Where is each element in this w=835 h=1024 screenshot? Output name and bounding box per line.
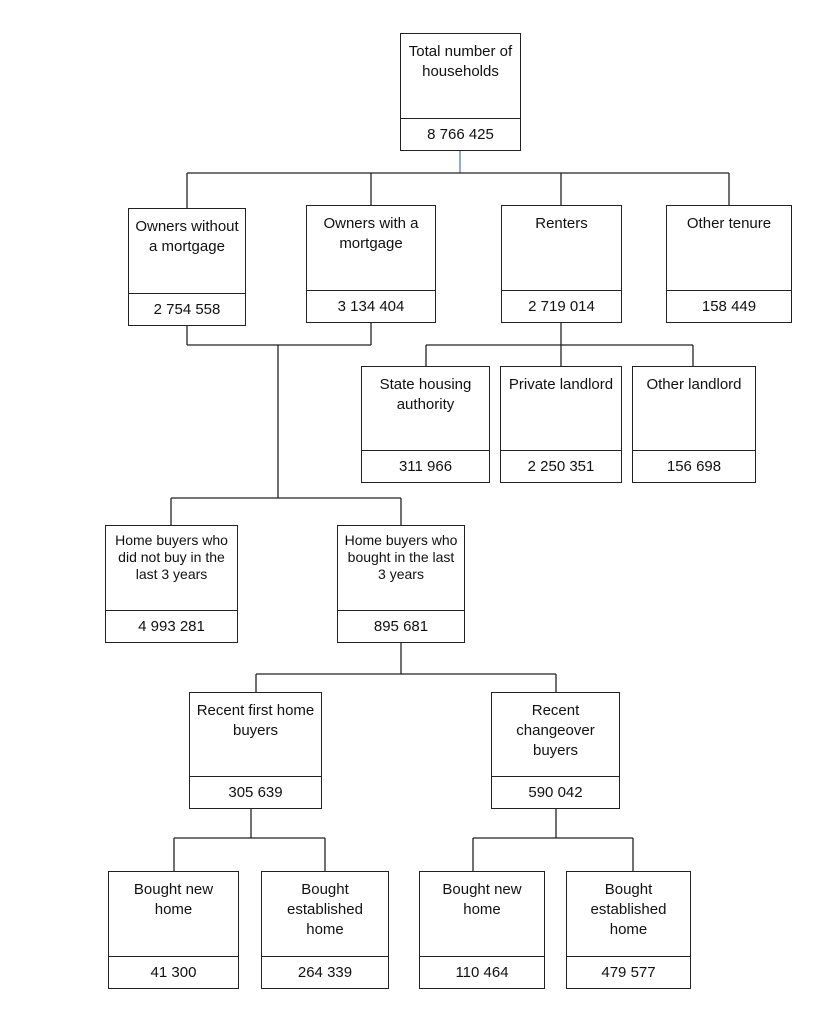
node-owners-with-mortgage: Owners with a mortgage 3 134 404 [306, 205, 436, 323]
node-renters: Renters 2 719 014 [501, 205, 622, 323]
node-label: Recent changeover buyers [516, 702, 595, 759]
node-value: 590 042 [492, 776, 619, 808]
node-label: Bought new home [442, 881, 522, 918]
node-value: 110 464 [420, 956, 544, 988]
node-buyers-not-recent: Home buyers who did not buy in the last … [105, 525, 238, 643]
node-change-bought-new: Bought new home 110 464 [419, 871, 545, 989]
node-total-households: Total number of households 8 766 425 [400, 33, 521, 151]
node-label: Recent first home buyers [196, 702, 315, 739]
node-value: 2 250 351 [501, 450, 621, 482]
node-label: State housing authority [379, 376, 472, 413]
node-value: 4 993 281 [106, 610, 237, 642]
node-recent-first-home-buyers: Recent first home buyers 305 639 [189, 692, 322, 809]
node-recent-changeover-buyers: Recent changeover buyers 590 042 [491, 692, 620, 809]
node-state-housing-authority: State housing authority 311 966 [361, 366, 490, 483]
node-value: 3 134 404 [307, 290, 435, 322]
node-value: 41 300 [109, 956, 238, 988]
node-first-bought-established: Bought established home 264 339 [261, 871, 389, 989]
node-owners-without-mortgage: Owners without a mortgage 2 754 558 [128, 208, 246, 326]
node-buyers-recent: Home buyers who bought in the last 3 yea… [337, 525, 465, 643]
node-label: Owners with a mortgage [323, 215, 419, 252]
node-label: Bought established home [287, 881, 363, 938]
node-value: 156 698 [633, 450, 755, 482]
node-label: Home buyers who did not buy in the last … [115, 532, 228, 582]
node-value: 2 754 558 [129, 293, 245, 325]
node-label: Other tenure [686, 215, 772, 232]
node-label: Private landlord [508, 376, 614, 393]
node-value: 311 966 [362, 450, 489, 482]
node-other-tenure: Other tenure 158 449 [666, 205, 792, 323]
node-value: 158 449 [667, 290, 791, 322]
node-label: Bought established home [590, 881, 667, 938]
node-value: 264 339 [262, 956, 388, 988]
node-label: Total number of households [408, 43, 513, 80]
node-value: 895 681 [338, 610, 464, 642]
node-value: 2 719 014 [502, 290, 621, 322]
node-private-landlord: Private landlord 2 250 351 [500, 366, 622, 483]
node-label: Bought new home [133, 881, 214, 918]
node-label: Renters [535, 215, 588, 232]
node-label: Home buyers who bought in the last 3 yea… [344, 532, 458, 582]
node-other-landlord: Other landlord 156 698 [632, 366, 756, 483]
node-label: Owners without a mortgage [135, 218, 239, 255]
node-label: Other landlord [646, 376, 742, 393]
node-value: 305 639 [190, 776, 321, 808]
node-change-bought-established: Bought established home 479 577 [566, 871, 691, 989]
node-value: 8 766 425 [401, 118, 520, 150]
node-first-bought-new: Bought new home 41 300 [108, 871, 239, 989]
node-value: 479 577 [567, 956, 690, 988]
